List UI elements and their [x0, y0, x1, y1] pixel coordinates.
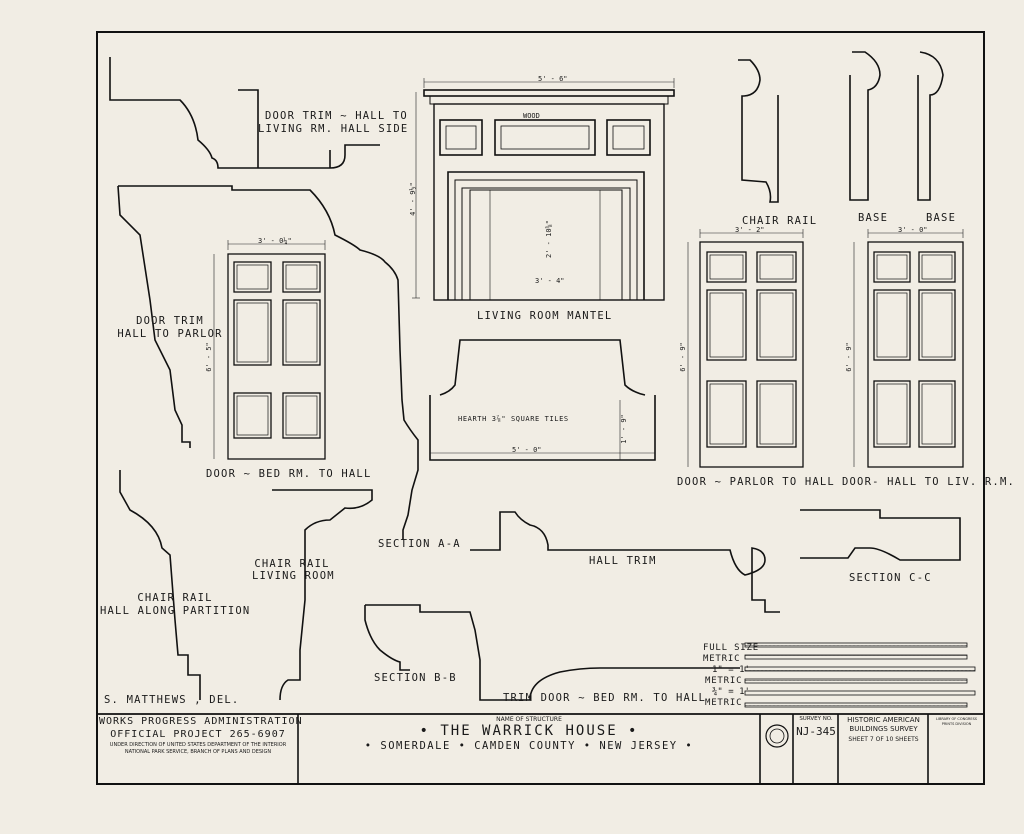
mantel-panel-center [494, 119, 596, 156]
door-trim-hall-side-profile [109, 57, 380, 169]
label-trim-door-bed: TRIM DOOR ~ BED RM. TO HALL [503, 692, 707, 704]
dim-door-liv-height: 6' - 9" [844, 342, 853, 372]
scale-metric-2: METRIC [705, 676, 743, 686]
chair-rail-partition-profile [119, 470, 201, 700]
hall-trim-profile [470, 511, 780, 613]
sheet-border [96, 31, 985, 785]
label-section-cc: SECTION C-C [849, 572, 932, 584]
label-delineator: S. MATTHEWS , DEL. [104, 694, 240, 706]
label-door-parlor-to-hall: DOOR ~ PARLOR TO HALL [677, 476, 835, 488]
base-section-2 [917, 51, 944, 201]
dim-door-bed-height: 6' - 5" [204, 342, 213, 372]
label-door-bed-to-hall: DOOR ~ BED RM. TO HALL [206, 468, 372, 480]
mantel-opening-surround [447, 171, 645, 300]
mantel-panel-left [439, 119, 483, 156]
door-trim-parlor-inner [117, 185, 191, 448]
label-hall-trim: HALL TRIM [589, 555, 657, 567]
tb-direction-2: NATIONAL PARK SERVICE, BRANCH OF PLANS A… [124, 749, 272, 755]
dim-door-liv-width: 3' - 0" [898, 226, 928, 234]
doors [227, 241, 964, 468]
tb-survey-label: SURVEY NO. [799, 716, 833, 722]
tb-sheet: SHEET 7 OF 10 SHEETS [848, 736, 919, 743]
hearth-plan [439, 339, 646, 396]
tb-agency: WORKS PROGRESS ADMINISTRATION [99, 716, 303, 727]
dim-door-bed-width: 3' - 0¼" [258, 237, 292, 245]
dim-hearth-depth: 1' - 9" [619, 414, 628, 444]
chair-rail-living-profile [272, 489, 373, 701]
section-cc-profile [800, 509, 961, 561]
wpa-seal [765, 724, 789, 748]
tb-location: • SOMERDALE • CAMDEN COUNTY • NEW JERSEY… [364, 740, 694, 752]
mantel-firebox [469, 189, 623, 301]
chair-rail-section [738, 59, 779, 203]
base-section-1 [849, 51, 881, 201]
label-chair-rail-partition-2: HALL ALONG PARTITION [100, 605, 251, 617]
label-section-aa: SECTION A-A [378, 538, 461, 550]
tb-name-label: NAME OF STRUCTURE [496, 716, 562, 723]
label-door-trim-parlor-2: HALL TO PARLOR [117, 328, 223, 340]
label-section-bb: SECTION B-B [374, 672, 457, 684]
label-chair-rail-living-1: CHAIR RAIL [254, 558, 330, 570]
scale-three-quarter: ¾" = 1' [712, 687, 750, 697]
tb-project: OFFICIAL PROJECT 265-6907 [110, 729, 286, 740]
dim-door-parlor-height: 6' - 9" [678, 342, 687, 372]
label-door-trim-parlor-1: DOOR TRIM [136, 315, 204, 327]
scale-full-size: FULL SIZE [703, 643, 759, 653]
label-chair-rail: CHAIR RAIL [742, 215, 818, 227]
mantel-panel-right [606, 119, 651, 156]
door-bed-outline [227, 253, 326, 460]
dim-wood: WOOD [523, 112, 540, 120]
label-living-room-mantel: LIVING ROOM MANTEL [477, 310, 613, 322]
tb-direction-1: UNDER DIRECTION OF UNITED STATES DEPARTM… [109, 742, 287, 748]
door-liv-outline [867, 241, 964, 468]
label-base-1: BASE [858, 212, 889, 224]
door-trim-parlor-outer [118, 185, 419, 540]
dim-mantel-opening-h: 2' - 10⅝" [544, 220, 553, 258]
tb-structure: • THE WARRICK HOUSE • [419, 723, 639, 739]
dim-hearth-width: 5' - 0" [512, 446, 542, 454]
label-hearth-note: HEARTH 3⅞" SQUARE TILES [458, 415, 569, 423]
label-chair-rail-living-2: LIVING ROOM [252, 570, 335, 582]
tb-habs-2: BUILDINGS SURVEY [849, 725, 918, 733]
dim-mantel-width: 5' - 6" [538, 75, 568, 83]
scale-metric-1: METRIC [703, 654, 741, 664]
door-parlor-outline [699, 241, 804, 468]
label-door-trim-hall-side-1: DOOR TRIM ~ HALL TO [265, 110, 408, 122]
mantel-shelf [423, 89, 675, 97]
tb-habs-1: HISTORIC AMERICAN [847, 716, 920, 724]
dimension-lines [213, 78, 964, 467]
dim-mantel-height: 4' - 9½" [408, 182, 417, 216]
scale-bars [744, 642, 976, 708]
dim-mantel-opening: 3' - 4" [535, 277, 565, 285]
label-door-hall-to-liv: DOOR- HALL TO LIV. R.M. [842, 476, 1015, 488]
section-bb-return [364, 605, 410, 671]
scale-metric-3: METRIC [705, 698, 743, 708]
tb-library-1: LIBRARY OF CONGRESS [935, 717, 978, 721]
label-chair-rail-partition-1: CHAIR RAIL [137, 592, 213, 604]
label-door-trim-hall-side-2: LIVING RM. HALL SIDE [258, 123, 409, 135]
hearth-outline [429, 395, 656, 461]
label-base-2: BASE [926, 212, 957, 224]
tb-survey-no: NJ-345 [796, 725, 836, 738]
section-bb-profile [365, 604, 740, 701]
scale-one-inch: 1" = 1' [712, 665, 750, 675]
tb-library-2: PRINTS DIVISION [941, 722, 972, 726]
dim-door-parlor-width: 3' - 2" [735, 226, 765, 234]
